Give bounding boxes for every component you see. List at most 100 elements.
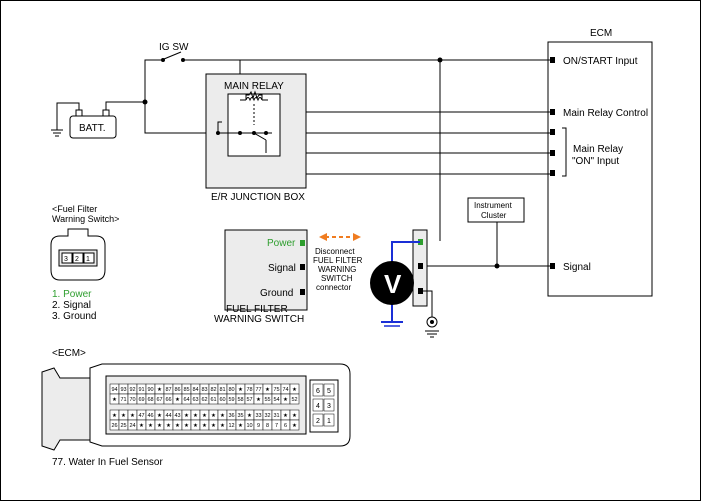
ecm-pin-label: 59 <box>228 397 234 403</box>
disconnect-label-5: connector <box>316 283 351 292</box>
ecm-pin-label: 33 <box>255 413 261 419</box>
ecm-pin-label: 83 <box>201 387 207 393</box>
ecm-pin-label: 61 <box>210 397 216 403</box>
switch-pin-ground: Ground <box>260 288 293 299</box>
ecm-pin-cell <box>289 419 300 431</box>
switch-terminal-power <box>300 240 305 246</box>
battery: BATT. <box>51 101 145 139</box>
ecm-pin-label: 31 <box>273 413 279 419</box>
footnote: 77. Water In Fuel Sensor <box>52 457 163 468</box>
ecm-pin-label: ★ <box>256 396 261 403</box>
ecm-pin-label: 68 <box>147 397 153 403</box>
main-wiring: IG SW <box>142 42 550 269</box>
ecm-pin-label: 26 <box>111 423 117 429</box>
ecm-small-pin-label: 1 <box>327 418 331 425</box>
ecm-pin-label: 43 <box>174 413 180 419</box>
ecm-pin-label: ★ <box>220 422 225 429</box>
ecm-pin-label: 63 <box>192 397 198 403</box>
ecm-pin-main-relay-on-label-1: Main Relay <box>573 144 623 155</box>
ecm-pin-label: 58 <box>237 397 243 403</box>
ecm-pin-main-relay-on-label-2: "ON" Input <box>572 156 619 167</box>
ecm-pin-label: ★ <box>148 422 153 429</box>
ecm-pin-label: ★ <box>184 422 189 429</box>
ecm-pin-main-relay-control: Main Relay Control <box>563 108 648 119</box>
ecm-pin-label: 55 <box>264 397 270 403</box>
ecm-pin-label: 81 <box>219 387 225 393</box>
ecm-pin-label: ★ <box>247 412 252 419</box>
ecm-pin-label: 94 <box>111 387 117 393</box>
ecm-pin-label: ★ <box>157 412 162 419</box>
ecm-pin-on-start: ON/START Input <box>563 56 638 67</box>
ecm-pin-label: ★ <box>193 422 198 429</box>
switch-terminal <box>300 264 305 270</box>
ecm-pin-label: 91 <box>138 387 144 393</box>
ecm-pin-label: 84 <box>192 387 198 393</box>
relay-resistor <box>245 90 263 100</box>
ecm-pin-label: 74 <box>282 387 288 393</box>
fuel-filter-connector-icon: 3 2 1 <box>50 228 106 281</box>
ecm-pin-label: 85 <box>183 387 189 393</box>
ecm-pin-label: ★ <box>220 412 225 419</box>
ecm-small-pin-label: 4 <box>316 403 320 410</box>
ecm-pin-label: 87 <box>165 387 171 393</box>
harness-connector <box>412 229 439 338</box>
ecm-pin-label: 47 <box>138 413 144 419</box>
ecm-pin-label: 70 <box>129 397 135 403</box>
ecm-pin-label: 6 <box>284 423 287 429</box>
ecm-pin-terminal <box>550 170 555 176</box>
ecm-pin-label: 78 <box>246 387 252 393</box>
ig-switch-label: IG SW <box>159 42 189 53</box>
connector-pin-3: 3 <box>64 256 68 263</box>
ecm-pin-label: 75 <box>273 387 279 393</box>
ecm-pin-label: 35 <box>237 413 243 419</box>
ecm-pin-label: ★ <box>157 386 162 393</box>
ecm-pin-label: 12 <box>228 423 234 429</box>
ecm-pin-label: 77 <box>255 387 261 393</box>
ecm-pin-label: 10 <box>246 423 252 429</box>
voltmeter-label: V <box>384 269 402 299</box>
switch-name-1: FUEL FILTER <box>226 304 288 315</box>
ecm-pin-label: ★ <box>166 422 171 429</box>
ecm-pin-label: 57 <box>246 397 252 403</box>
ecm-pin-label: 82 <box>210 387 216 393</box>
voltmeter-icon <box>370 261 414 305</box>
ecm-pin-label: 69 <box>138 397 144 403</box>
ecm-pin-label: ★ <box>265 386 270 393</box>
ecm-pin-label: ★ <box>211 422 216 429</box>
connector-title-1: <Fuel Filter <box>52 204 97 214</box>
ecm-pin-label: ★ <box>157 422 162 429</box>
ecm-pin-label: ★ <box>292 422 297 429</box>
instrument-label-2: Cluster <box>481 211 507 220</box>
disconnect-arrow <box>319 233 361 241</box>
ecm-pin-label: 25 <box>120 423 126 429</box>
ecm-pin-label: ★ <box>184 412 189 419</box>
ecm-pin-label: ★ <box>202 412 207 419</box>
ecm-pin-label: 9 <box>257 423 260 429</box>
ecm-connector-icon <box>41 363 351 451</box>
ecm-pin-label: 62 <box>201 397 207 403</box>
ecm-pin-label: 32 <box>264 413 270 419</box>
ecm-pin-label: ★ <box>292 412 297 419</box>
ecm-pin-terminal <box>550 263 555 269</box>
ecm-pin-terminal <box>550 109 555 115</box>
junction-box: E/R JUNCTION BOX MAIN RELAY <box>205 73 307 203</box>
ecm-pin-label: 86 <box>174 387 180 393</box>
ecm-pin-label: 7 <box>275 423 278 429</box>
ecm-unit: ECM ON/START Input Main Relay Control Ma… <box>547 28 653 297</box>
ecm-small-pin-label: 5 <box>327 388 331 395</box>
legend-power: 1. Power <box>52 289 92 300</box>
ecm-pin-label: 93 <box>120 387 126 393</box>
relay-coil <box>245 97 263 102</box>
disconnect-label-2: FUEL FILTER <box>313 256 363 265</box>
ecm-pin-terminal <box>550 129 555 135</box>
ecm-pin-label: 24 <box>129 423 135 429</box>
switch-name-2: WARNING SWITCH <box>214 314 304 325</box>
ecm-pin-terminal <box>550 150 555 156</box>
ecm-pin-label: ★ <box>193 412 198 419</box>
ecm-pin-terminal <box>550 57 555 63</box>
ecm-pin-label: 67 <box>156 397 162 403</box>
ecm-small-pin-label: 6 <box>316 388 320 395</box>
connector-pin-2: 2 <box>75 256 79 263</box>
disconnect-label-4: SWITCH <box>321 274 353 283</box>
